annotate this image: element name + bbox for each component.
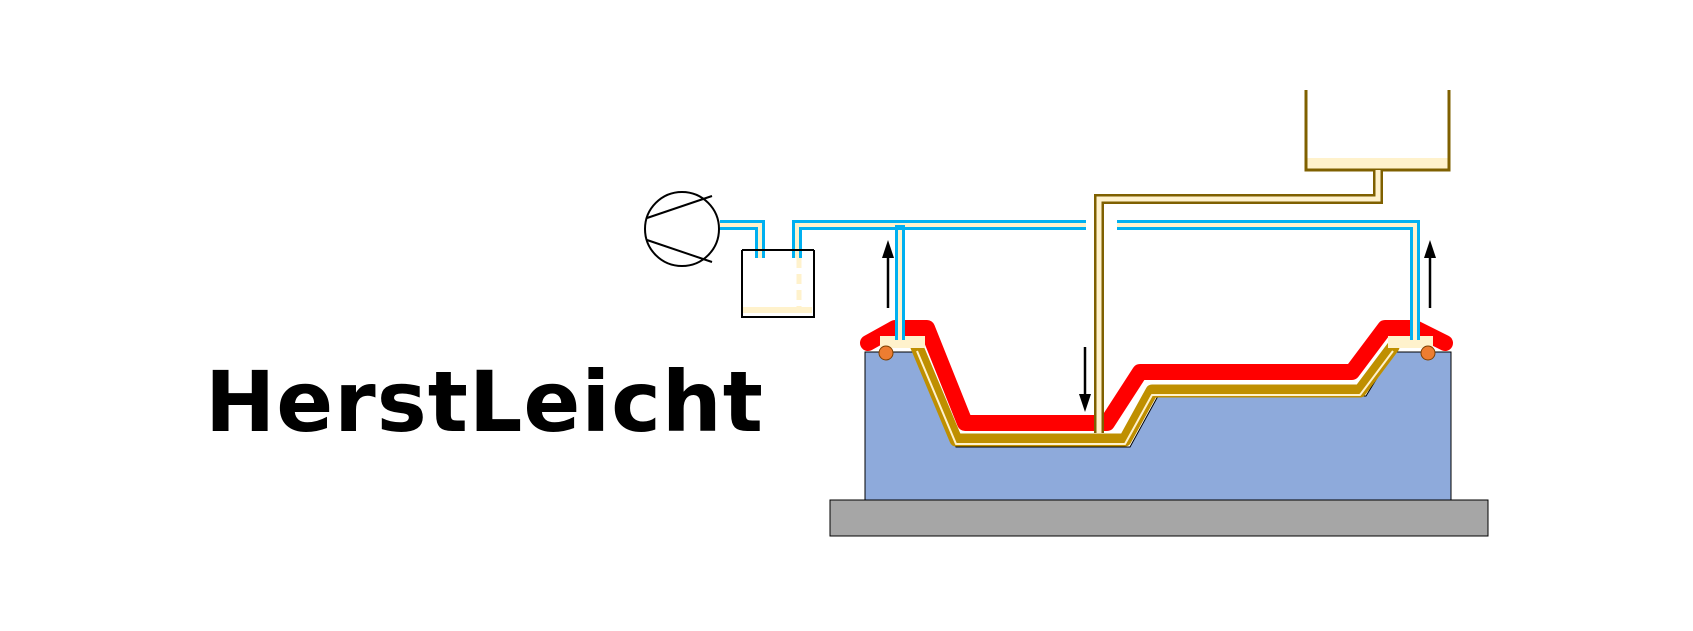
flange-pad-left [880, 336, 925, 348]
vacuum-line [720, 220, 1420, 340]
arrow-up-icon [882, 240, 894, 308]
laminate-highlight [916, 350, 1394, 445]
seal-left [878, 345, 894, 361]
resin-feed-tube [1094, 170, 1383, 433]
arrow-up-icon [1424, 240, 1436, 308]
resin-reservoir-icon [1304, 90, 1451, 172]
arrow-down-icon [1079, 347, 1091, 412]
resin-trap-icon [741, 249, 815, 318]
seal-right [1420, 345, 1436, 361]
flange-pad-right [1388, 336, 1433, 348]
vacuum-film [860, 320, 1453, 431]
diagram-title: HerstLeicht [205, 353, 764, 451]
vacuum-pump-icon [644, 191, 720, 267]
base-plate [829, 499, 1489, 537]
laminate-layer [910, 340, 1400, 447]
